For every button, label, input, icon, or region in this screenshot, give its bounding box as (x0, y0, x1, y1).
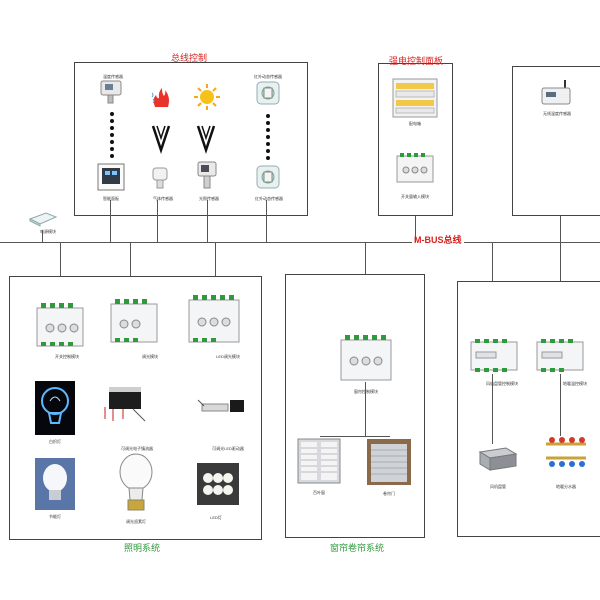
gas-icon (151, 88, 169, 107)
wireless-temp-caption: 无线温度传感器 (543, 111, 571, 116)
curtain-connector (320, 436, 390, 437)
arrow-down-icon (151, 125, 171, 154)
gas-sensor-icon (152, 167, 168, 189)
smart-panel-caption: 智能面板 (103, 196, 119, 201)
bus-drop (42, 230, 43, 242)
roller-door-icon (367, 439, 411, 485)
switch-control-module-icon (36, 303, 84, 347)
floor-heat-module-caption: 地暖温控模块 (563, 381, 587, 386)
curtain-connector (365, 382, 366, 436)
bus-drop (207, 200, 208, 242)
presence-sensor-top-caption: 红外动态传感器 (254, 74, 282, 79)
bulb2-caption: 节能灯 (49, 514, 61, 519)
presence-sensor-icon (256, 81, 280, 105)
bus-drop (560, 216, 561, 242)
presence-sensor-caption: 红外动态传感器 (255, 196, 283, 201)
bus-drop (130, 242, 131, 298)
bus-drop (110, 200, 111, 242)
switch-control-caption: 开关控制模块 (55, 354, 79, 359)
dotted-connector (266, 114, 270, 163)
distribution-box-icon (392, 78, 438, 118)
led-dimmer-caption: LED调光模块 (216, 354, 240, 359)
led-driver-icon (197, 399, 244, 412)
bus-drop (157, 200, 158, 242)
strong-power-title: 强电控制面板 (389, 56, 444, 66)
halogen-caption: 调光卤素灯 (126, 519, 146, 524)
distribution-box-caption: 配电箱 (409, 121, 421, 126)
bus-control-title: 总线控制 (171, 53, 208, 63)
power-supply-icon (28, 212, 58, 227)
dotted-connector (110, 112, 114, 161)
floor-heating-caption: 地暖分水器 (556, 484, 576, 489)
ballast-caption: 可调光电子镇流器 (121, 446, 153, 451)
curtain-module-icon (340, 335, 392, 381)
m-bus-label: M-BUS总线 (412, 233, 464, 246)
switch-input-module-icon (396, 153, 434, 183)
floor-heat-module-icon (536, 339, 584, 372)
arrow-down-icon (196, 125, 216, 154)
blinds-caption: 百叶窗 (313, 490, 325, 495)
hvac-connector (560, 374, 561, 436)
dimmer-caption: 调光模块 (142, 354, 158, 359)
lighting-system-title: 照明系统 (124, 543, 161, 553)
bus-drop (60, 242, 61, 302)
presence-sensor-icon (256, 165, 280, 189)
ballast-icon (104, 387, 146, 422)
hvac-connector (492, 374, 493, 444)
wireless-temperature-sensor-icon (541, 80, 571, 105)
energy-saving-bulb-icon (35, 458, 75, 510)
switch-input-caption: 开关量输入模块 (401, 194, 429, 199)
bus-drop (215, 242, 216, 294)
temp-sensor-caption: 温度传感器 (103, 74, 123, 79)
gas-sensor-caption: 气体传感器 (153, 196, 173, 201)
light-sensor-icon (197, 161, 217, 189)
hvac-system-panel (457, 281, 600, 537)
incandescent-bulb-icon (35, 381, 75, 435)
curtain-system-panel (285, 274, 425, 538)
temperature-sensor-icon (100, 80, 122, 104)
dimmer-module-icon (110, 299, 158, 343)
fan-coil-module-icon (470, 339, 518, 372)
roller-door-caption: 卷帘门 (383, 491, 395, 496)
m-bus-line (0, 242, 600, 243)
led-light-icon (197, 463, 239, 505)
led-dimmer-module-icon (188, 295, 240, 343)
floor-heating-manifold-icon (546, 437, 586, 467)
fan-coil-caption: 风机盘管 (490, 484, 506, 489)
smart-panel-icon (97, 163, 125, 191)
curtain-system-title: 窗帘卷帘系统 (330, 543, 385, 553)
power-supply-caption: 电源模块 (40, 229, 56, 234)
bus-drop (415, 216, 416, 242)
led-driver-caption: 可调光LED驱动器 (212, 446, 244, 451)
bus-drop (266, 200, 267, 242)
fan-coil-icon (478, 447, 518, 471)
halogen-bulb-icon (119, 453, 153, 511)
fan-coil-module-caption: 风机盘管控制模块 (486, 381, 518, 386)
sun-icon (194, 84, 220, 110)
blinds-icon (297, 438, 341, 484)
bulb1-caption: 白炽灯 (49, 439, 61, 444)
curtain-module-caption: 窗帘控制模块 (354, 389, 378, 394)
led-light-caption: LED灯 (210, 515, 222, 520)
light-sensor-caption: 光照传感器 (199, 196, 219, 201)
